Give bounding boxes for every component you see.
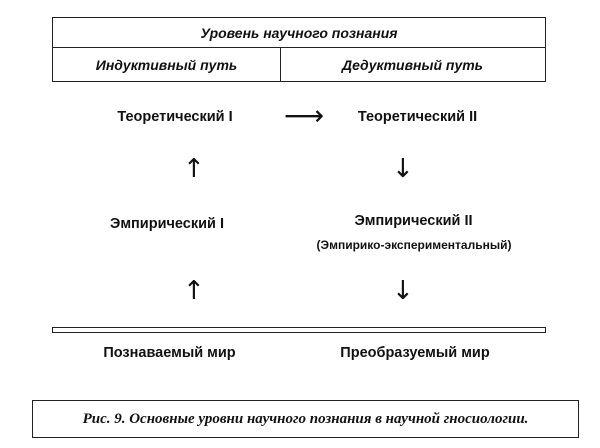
world-cognized: Познаваемый мир [103,345,236,361]
header-inductive-path: Индуктивный путь [53,48,281,81]
level-theoretical-1: Теоретический I [117,109,233,125]
header-table: Уровень научного познания Индуктивный пу… [52,17,546,82]
figure-caption: Рис. 9. Основные уровни научного познани… [32,400,579,438]
arrow-up-icon: ↑ [183,154,205,184]
ground-divider [52,327,546,333]
arrow-down-icon: ↓ [392,276,414,306]
arrow-right-icon: ⟶ [284,99,325,132]
header-deductive-path: Дедуктивный путь [341,56,483,73]
level-empirical-2-note: (Эмпирико-экспериментальный) [316,238,512,252]
header-title: Уровень научного познания [53,18,545,48]
arrow-up-icon: ↑ [183,276,205,306]
level-empirical-1: Эмпирический I [110,216,224,232]
world-transformed: Преобразуемый мир [340,345,490,361]
arrow-down-icon: ↓ [392,154,414,184]
level-empirical-2: Эмпирический II [354,213,473,229]
level-theoretical-2: Теоретический II [357,109,478,125]
